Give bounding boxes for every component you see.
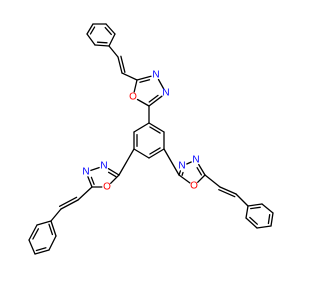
double-bond-inner: [181, 171, 184, 176]
single-bond: [245, 205, 249, 219]
double-bond-inner: [149, 126, 161, 134]
single-bond: [256, 225, 272, 229]
structure-drawing: O N N O N N O N N: [28, 23, 274, 255]
double-bond-inner: [58, 196, 78, 207]
double-bond-inner: [250, 206, 261, 210]
oxygen-atom-label: O: [190, 181, 198, 192]
double-bond: [60, 199, 79, 210]
double-bond-inner: [35, 247, 47, 252]
single-bond: [118, 148, 135, 176]
single-bond: [186, 161, 192, 165]
double-bond-inner: [107, 171, 117, 178]
double-bond-inner: [96, 41, 108, 44]
double-bond: [117, 56, 123, 74]
double-bond: [107, 168, 120, 176]
single-bond: [157, 78, 165, 90]
double-bond-inner: [48, 223, 54, 236]
single-bond: [136, 98, 150, 107]
double-bond: [105, 23, 116, 35]
double-bond: [198, 163, 206, 176]
double-bond: [28, 224, 38, 241]
single-bond: [121, 72, 138, 81]
single-bond: [163, 148, 180, 176]
double-bond: [34, 249, 50, 255]
double-bond: [270, 212, 274, 227]
single-bond: [133, 148, 150, 159]
single-bond: [50, 208, 62, 222]
double-bond-inner: [32, 228, 40, 240]
single-bond: [36, 220, 52, 226]
single-bond: [197, 174, 206, 183]
double-bond-inner: [139, 79, 151, 83]
double-bond-inner: [196, 167, 203, 176]
double-bond-inner: [104, 26, 112, 36]
single-bond: [204, 174, 221, 188]
double-bond: [219, 186, 237, 195]
nitrogen-atom-label: N: [100, 161, 107, 172]
double-bond-inner: [267, 213, 271, 225]
oxygen-atom-label: O: [103, 182, 111, 193]
single-bond: [133, 79, 138, 93]
nitrogen-atom-label: N: [192, 155, 199, 166]
double-bond-inner: [218, 189, 236, 198]
single-bond: [108, 33, 116, 47]
single-bond: [235, 193, 249, 207]
double-bond: [247, 203, 263, 207]
double-bond-inner: [120, 55, 126, 73]
atom-label-layer: O N N O N N O N N: [82, 70, 199, 193]
single-bond: [48, 235, 57, 251]
single-bond: [90, 166, 100, 172]
double-bond: [136, 75, 152, 81]
single-bond: [133, 122, 150, 133]
double-bond: [87, 176, 93, 188]
double-bond: [148, 148, 165, 159]
double-bond: [148, 122, 165, 133]
double-bond-inner: [148, 94, 159, 103]
single-bond: [86, 33, 96, 46]
molecule-diagram: O N N O N N O N N: [28, 23, 274, 255]
double-bond: [178, 170, 182, 176]
nitrogen-atom-label: N: [152, 70, 159, 81]
single-bond: [28, 239, 36, 255]
double-bond-inner: [149, 147, 161, 155]
double-bond: [86, 23, 94, 35]
double-bond: [245, 217, 258, 229]
single-bond: [178, 174, 191, 184]
single-bond: [108, 45, 119, 58]
nitrogen-atom-label: N: [178, 161, 185, 172]
nitrogen-atom-label: N: [82, 167, 89, 178]
single-bond: [261, 203, 274, 214]
double-bond: [94, 44, 110, 47]
double-bond: [148, 95, 163, 107]
single-bond: [110, 174, 120, 184]
nitrogen-atom-label: N: [162, 88, 169, 99]
bond-layer: [28, 23, 274, 255]
double-bond: [50, 220, 57, 237]
single-bond: [77, 186, 93, 201]
double-bond-inner: [90, 176, 95, 185]
double-bond-inner: [249, 216, 258, 225]
oxygen-atom-label: O: [129, 92, 137, 103]
double-bond-inner: [89, 26, 96, 35]
